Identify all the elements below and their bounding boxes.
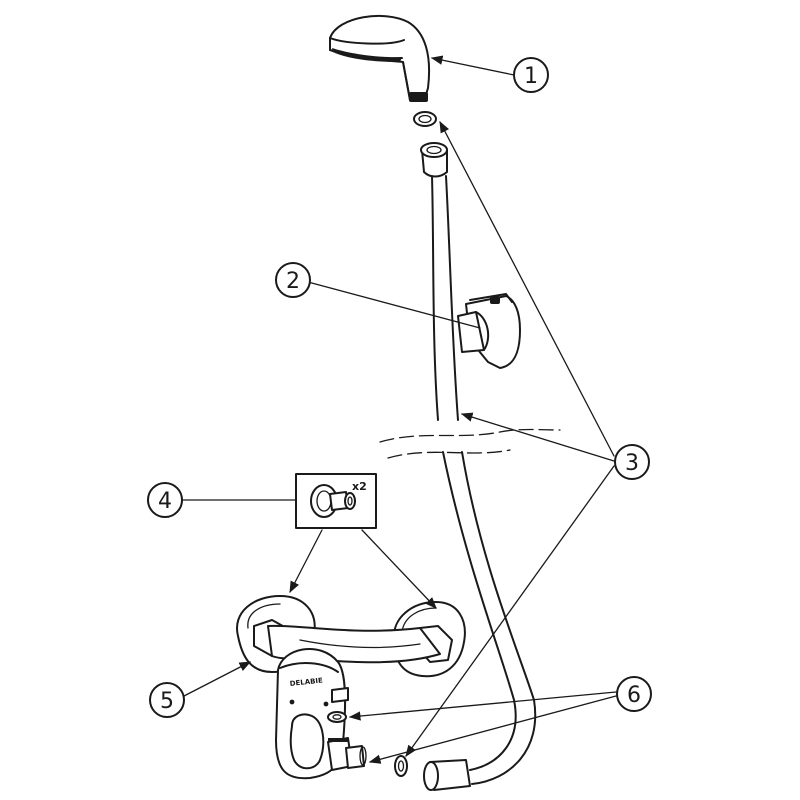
callout-5-label: 5 — [160, 689, 174, 714]
shower-head — [329, 15, 431, 102]
callout-4-label: 4 — [158, 489, 172, 514]
shower-hose — [420, 142, 537, 791]
callout-4: 4 — [147, 482, 183, 518]
head-washer — [413, 111, 437, 127]
callout-2-label: 2 — [286, 269, 300, 294]
callout-1: 1 — [513, 57, 549, 93]
leader-lines — [181, 55, 617, 764]
wall-bracket — [457, 293, 521, 369]
callout-3: 3 — [614, 444, 650, 480]
mixer-body — [236, 595, 466, 780]
mixer-washer — [327, 711, 347, 723]
eccentric-fitting-inset — [295, 473, 377, 529]
callout-6: 6 — [616, 676, 652, 712]
callout-1-label: 1 — [524, 64, 538, 89]
callout-5: 5 — [149, 682, 185, 718]
callout-3-label: 3 — [625, 451, 639, 476]
quantity-label: x2 — [352, 480, 367, 493]
callout-6-label: 6 — [627, 683, 641, 708]
brand-label: DELABIE — [289, 677, 323, 688]
hose-break-lines — [379, 428, 561, 459]
loose-washer — [394, 755, 408, 777]
callout-2: 2 — [275, 262, 311, 298]
